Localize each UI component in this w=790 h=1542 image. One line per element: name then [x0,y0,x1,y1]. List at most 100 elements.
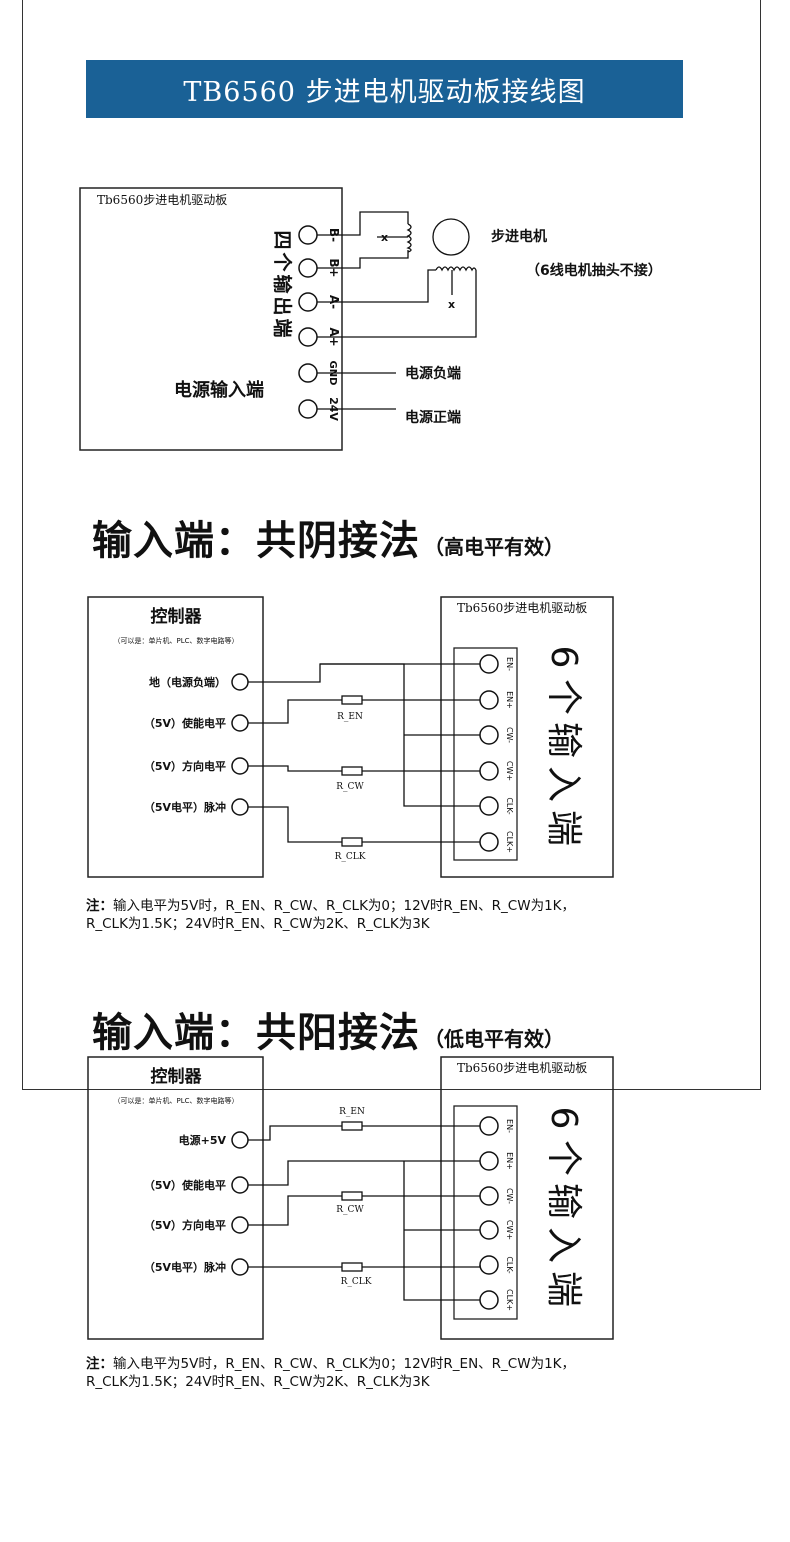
controller-input-label: （5V）方向电平 [144,1218,226,1232]
big-label-char: 入 [543,766,584,802]
controller-input-label: 地（电源负端） [149,675,226,689]
controller-terminals [231,673,249,816]
controller-input-label: （5V电平）脉冲 [144,800,226,814]
wire [248,699,342,724]
controller-title: 控制器 [151,606,203,627]
wire [248,806,342,843]
section-heading-text: 输入端：共阴接法 [92,518,420,564]
wire [317,270,477,338]
controller-terminals [231,1131,249,1276]
terminal-circle [298,363,318,383]
note-line: R_CLK为1.5K；24V时R_EN、R_CW为2K、R_CLK为3K [86,916,430,932]
driver-board-title: Tb6560步进电机驱动板 [457,601,587,615]
wire [317,269,436,303]
terminal-circle [231,1131,249,1149]
common-anode-diagram: 控制器 （可以是：单片机、PLC、数字电路等） 电源+5V （5V）使能电平 （… [87,1056,614,1340]
input-terminal-block [453,1105,518,1320]
terminal-circle [479,832,499,852]
terminal-label: EN- [505,657,514,671]
unconnected-mark: x [448,298,455,311]
big-label-char: 入 [543,1227,584,1263]
controller-box [87,1056,264,1340]
controller-input-label: 电源+5V [179,1133,227,1147]
note-line: 输入电平为5V时，R_EN、R_CW、R_CLK为0；12V时R_EN、R_CW… [113,898,576,914]
wire [317,211,409,236]
big-input-label: 6 个 输 入 端 [543,646,584,846]
page-frame [22,0,761,1090]
terminal-circle [298,327,318,347]
input-terminal-block [453,647,518,861]
motor-coil-a [435,266,477,272]
wire [248,663,480,683]
wiring-note: 注：输入电平为5V时，R_EN、R_CW、R_CLK为0；12V时R_EN、R_… [86,1355,575,1391]
terminal-circle [231,673,249,691]
terminal-circle [231,1216,249,1234]
terminal-label: CLK+ [505,831,514,853]
common-cathode-diagram: 控制器 （可以是：单片机、PLC、数字电路等） 地（电源负端） （5V）使能电平… [87,596,614,878]
motor-note: （6线电机抽头不接） [526,262,662,279]
big-label-char: 端 [543,810,584,846]
power-input-label: 电源输入端 [174,379,264,401]
controller-input-label: （5V）方向电平 [144,759,226,773]
output-label-char: 个 [271,251,293,272]
resistor-label: R_CW [336,1205,364,1215]
section-heading-common-cathode: 输入端：共阴接法 （高电平有效） [92,508,564,566]
controller-note: （可以是：单片机、PLC、数字电路等） [113,1096,238,1105]
resistor-label: R_CLK [335,852,366,862]
driver-board-title: Tb6560步进电机驱动板 [457,1061,587,1075]
motor-coil-b [406,223,412,253]
output-label-char: 四 [271,230,293,249]
terminal-circle [231,757,249,775]
resistor-r-clk [341,1262,363,1272]
terminal-circle [479,796,499,816]
driver-terminals [479,654,499,852]
wiring-note: 注：输入电平为5V时，R_EN、R_CW、R_CLK为0；12V时R_EN、R_… [86,897,575,933]
note-line: R_CLK为1.5K；24V时R_EN、R_CW为2K、R_CLK为3K [86,1374,430,1390]
terminal-circle [479,690,499,710]
big-label-char: 6 [543,1107,584,1130]
terminal-circle [298,225,318,245]
terminal-circle [479,1290,499,1310]
resistor-label: R_CW [336,782,364,792]
driver-board-title: Tb6560步进电机驱动板 [97,193,227,207]
section-heading-note: （低电平有效） [424,1027,564,1051]
wire [403,1161,480,1301]
input-wires [248,1125,481,1301]
big-label-char: 个 [543,679,584,715]
motor-label: 步进电机 [491,228,547,245]
terminal-label: CLK+ [505,1289,514,1311]
terminal-circle [231,714,249,732]
note-prefix: 注： [86,898,113,914]
wire [248,1195,342,1226]
big-label-char: 6 [543,646,584,669]
page-title-banner: TB6560 步进电机驱动板接线图 [86,60,683,118]
terminal-circle [298,258,318,278]
resistor-label: R_EN [339,1107,365,1117]
resistors [341,1121,363,1272]
output-label-char: 出 [271,296,294,315]
input-wires [248,663,480,843]
controller-note: （可以是：单片机、PLC、数字电路等） [113,636,238,645]
terminal-circle [479,725,499,745]
terminal-label: CW+ [505,1220,514,1240]
controller-title: 控制器 [151,1066,203,1087]
controller-input-label: （5V）使能电平 [144,716,226,730]
motor-wires [317,211,477,410]
terminal-circle [479,1255,499,1275]
big-label-char: 输 [543,1183,584,1219]
wire [362,1265,481,1268]
controller-box [87,596,264,878]
terminal-label: EN+ [505,1152,514,1170]
output-terminals: B- B+ A- A+ GND 24V [298,225,341,421]
driver-board-box [440,596,614,878]
driver-board-box [440,1056,614,1340]
wire [248,1125,342,1141]
wire [248,1160,480,1186]
output-label-char: 端 [271,318,294,337]
note-line: 输入电平为5V时，R_EN、R_CW、R_CLK为0；12V时R_EN、R_CW… [113,1356,576,1372]
terminal-circle [479,1116,499,1136]
power-negative-label: 电源负端 [405,365,461,382]
terminal-circle [479,1151,499,1171]
terminal-label: CLK- [505,1256,514,1273]
